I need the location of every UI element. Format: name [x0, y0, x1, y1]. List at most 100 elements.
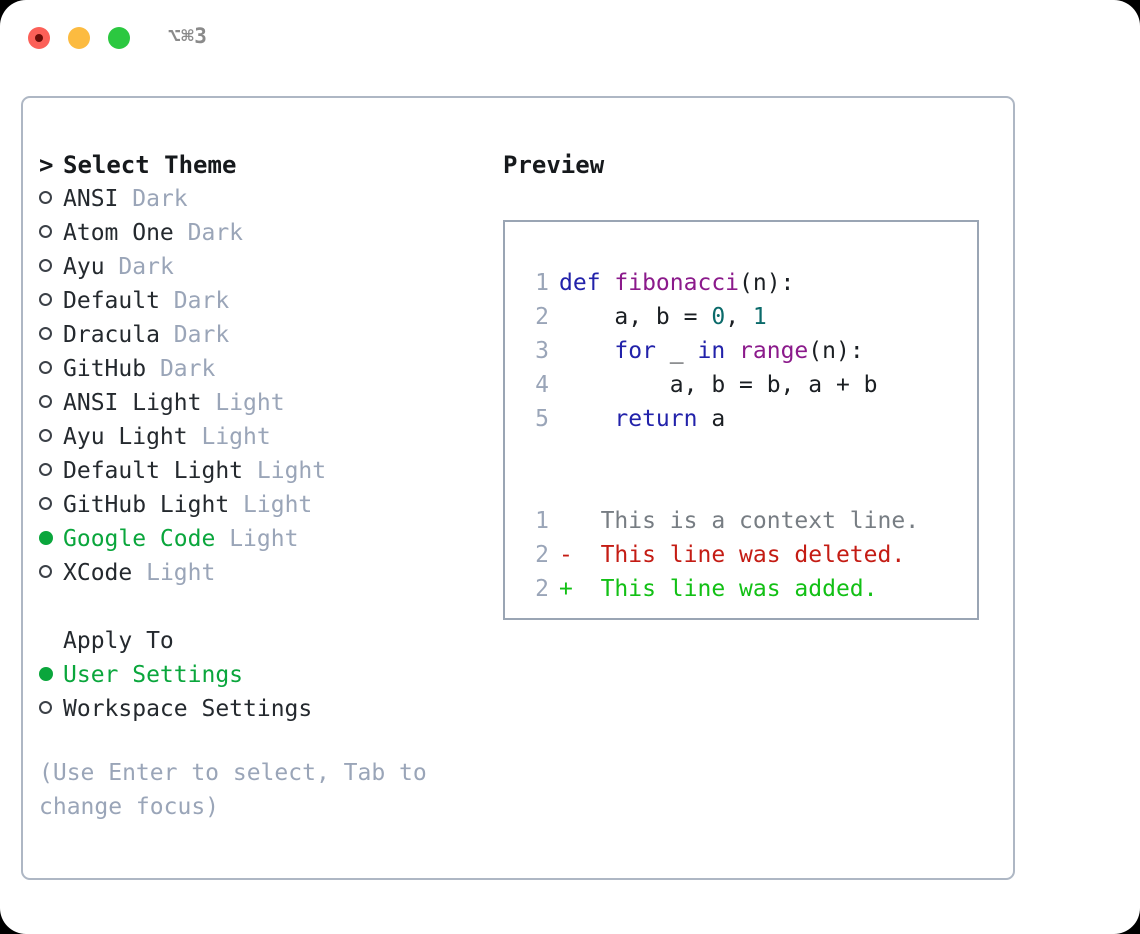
diff-line-added: 2 + This line was added.: [523, 572, 977, 606]
theme-option-label: GitHub: [63, 356, 147, 382]
diff-sign: +: [559, 576, 573, 602]
radio-icon[interactable]: [39, 284, 63, 318]
radio-icon[interactable]: [39, 216, 63, 250]
radio-selected-icon[interactable]: [39, 522, 63, 556]
theme-option-tag: Dark: [132, 186, 188, 212]
code-line: 1 def fibonacci(n):: [523, 266, 977, 300]
code-line: 3 for _ in range(n):: [523, 334, 977, 368]
apply-to-heading-label: Apply To: [63, 628, 174, 654]
theme-picker-heading: > Select Theme: [39, 148, 509, 182]
theme-option-atom-one-dark[interactable]: Atom One Dark: [39, 216, 509, 250]
theme-option-google-code-light[interactable]: Google Code Light: [39, 522, 509, 556]
code-token-plain: [559, 406, 614, 432]
diff-text: This line was added.: [600, 576, 878, 602]
theme-option-github-light[interactable]: GitHub Light Light: [39, 488, 509, 522]
heading-indent: [39, 624, 63, 658]
code-token-plain: _: [655, 338, 698, 364]
theme-option-label: ANSI Light: [63, 390, 202, 416]
code-token-number: 1: [752, 304, 767, 330]
theme-option-xcode-light[interactable]: XCode Light: [39, 556, 509, 590]
radio-icon[interactable]: [39, 318, 63, 352]
theme-option-label: ANSI: [63, 186, 119, 212]
line-number: 1: [535, 270, 549, 296]
code-token-plain: ,: [725, 304, 753, 330]
radio-icon[interactable]: [39, 182, 63, 216]
theme-option-default-dark[interactable]: Default Dark: [39, 284, 509, 318]
radio-icon[interactable]: [39, 386, 63, 420]
diff-text: This line was deleted.: [600, 542, 906, 568]
preview-section-gap: [523, 436, 977, 470]
code-token-function: fibonacci: [614, 270, 740, 296]
radio-icon[interactable]: [39, 352, 63, 386]
theme-option-tag: Light: [243, 492, 313, 518]
radio-icon[interactable]: [39, 692, 63, 726]
code-token-plain: [559, 338, 614, 364]
window-titlebar: ⌥⌘3: [0, 0, 1140, 78]
theme-option-ansi-light[interactable]: ANSI Light Light: [39, 386, 509, 420]
theme-picker-heading-label: Select Theme: [63, 151, 237, 179]
caret-icon: >: [39, 151, 68, 179]
theme-option-tag: Dark: [187, 220, 244, 246]
code-token-function: range: [739, 338, 809, 364]
radio-icon[interactable]: [39, 250, 63, 284]
radio-icon[interactable]: [39, 420, 63, 454]
code-token-plain: [725, 338, 739, 364]
radio-icon[interactable]: [39, 556, 63, 590]
radio-icon[interactable]: [39, 488, 63, 522]
line-number: 1: [535, 508, 549, 534]
radio-selected-icon[interactable]: [39, 658, 63, 692]
theme-option-tag: Dark: [173, 322, 230, 348]
theme-option-label: Default: [63, 288, 160, 314]
maximize-window-button[interactable]: [108, 27, 130, 49]
theme-option-tag: Light: [146, 560, 216, 586]
line-number: 2: [535, 576, 549, 602]
minimize-window-button[interactable]: [68, 27, 90, 49]
diff-sign: -: [559, 542, 573, 568]
code-line: 2 a, b = 0, 1: [523, 300, 977, 334]
theme-option-label: Ayu: [63, 254, 105, 280]
diff-text: This is a context line.: [600, 508, 920, 534]
theme-option-label: Ayu Light: [63, 424, 188, 450]
theme-option-ayu-light[interactable]: Ayu Light Light: [39, 420, 509, 454]
line-number: 2: [535, 542, 549, 568]
theme-option-tag: Dark: [173, 288, 230, 314]
theme-option-label: Default Light: [63, 458, 244, 484]
line-number: 5: [535, 406, 549, 432]
theme-option-github-dark[interactable]: GitHub Dark: [39, 352, 509, 386]
keyboard-hint-text: (Use Enter to select, Tab to change focu…: [39, 760, 427, 820]
code-token-keyword: in: [697, 338, 726, 364]
theme-option-label: GitHub Light: [63, 492, 230, 518]
code-token-plain: (n):: [739, 270, 795, 296]
theme-option-ansi-dark[interactable]: ANSI Dark: [39, 182, 509, 216]
diff-line-deleted: 2- This line was deleted.: [523, 538, 977, 572]
radio-icon[interactable]: [39, 454, 63, 488]
theme-option-tag: Dark: [159, 356, 216, 382]
diff-line-context: 1 This is a context line.: [523, 504, 977, 538]
preview-title: Preview: [503, 151, 605, 179]
theme-option-label: Dracula: [63, 322, 160, 348]
theme-option-ayu-dark[interactable]: Ayu Dark: [39, 250, 509, 284]
line-number: 4: [535, 372, 549, 398]
code-line: 5 return a: [523, 402, 977, 436]
line-number: 2: [535, 304, 549, 330]
theme-option-tag: Light: [256, 458, 327, 484]
apply-to-option-user-settings[interactable]: User Settings: [39, 658, 509, 692]
theme-option-tag: Light: [215, 390, 285, 416]
theme-option-tag: Light: [229, 526, 299, 552]
apply-to-option-workspace-settings[interactable]: Workspace Settings: [39, 692, 509, 726]
close-window-button[interactable]: [28, 27, 50, 49]
theme-option-label: XCode: [63, 560, 133, 586]
apply-to-option-label: User Settings: [63, 662, 244, 688]
theme-option-default-light[interactable]: Default Light Light: [39, 454, 509, 488]
preview-box: 1 def fibonacci(n): 2 a, b = 0, 1 3 for _…: [503, 220, 979, 620]
code-token-keyword: return: [614, 406, 698, 432]
code-token-plain: a, b = b, a + b: [559, 372, 878, 398]
preview-column: Preview 1 def fibonacci(n): 2 a, b = 0, 1…: [503, 148, 993, 620]
section-divider: [39, 590, 509, 624]
code-token-plain: a: [697, 406, 726, 432]
theme-option-label: Atom One: [63, 220, 174, 246]
theme-option-dracula-dark[interactable]: Dracula Dark: [39, 318, 509, 352]
code-token-keyword: for: [614, 338, 656, 364]
code-token-keyword: def: [559, 270, 615, 296]
